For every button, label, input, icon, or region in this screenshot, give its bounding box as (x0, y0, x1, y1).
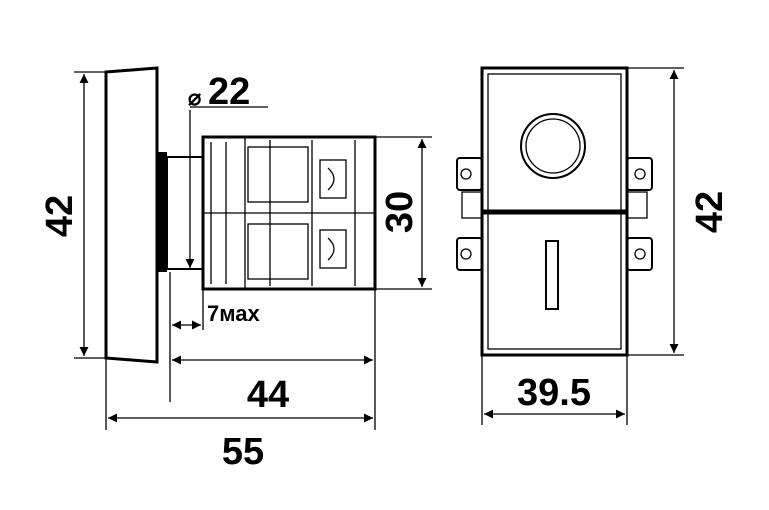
bezel-ring (157, 152, 167, 272)
front-width-label: 39.5 (517, 372, 591, 414)
body-height-label: 30 (379, 191, 421, 233)
side-height-label: 42 (39, 195, 81, 237)
diameter-label: 22 (208, 71, 250, 113)
mounting-neck (166, 156, 204, 270)
button-head (104, 66, 159, 364)
side-view: 42 ⌀ 22 30 7мах 44 55 (39, 66, 432, 473)
front-view: 42 39.5 (456, 66, 731, 425)
on-symbol-bar (545, 240, 559, 310)
body-depth-label: 44 (247, 374, 289, 416)
off-symbol-ring (520, 113, 586, 179)
front-height-label: 42 (689, 191, 731, 233)
right-mounting-clips (626, 157, 653, 271)
total-depth-label: 55 (222, 431, 264, 473)
panel-thickness-label: 7мах (207, 301, 260, 326)
left-mounting-clips (456, 157, 483, 271)
diameter-symbol: ⌀ (188, 85, 202, 110)
